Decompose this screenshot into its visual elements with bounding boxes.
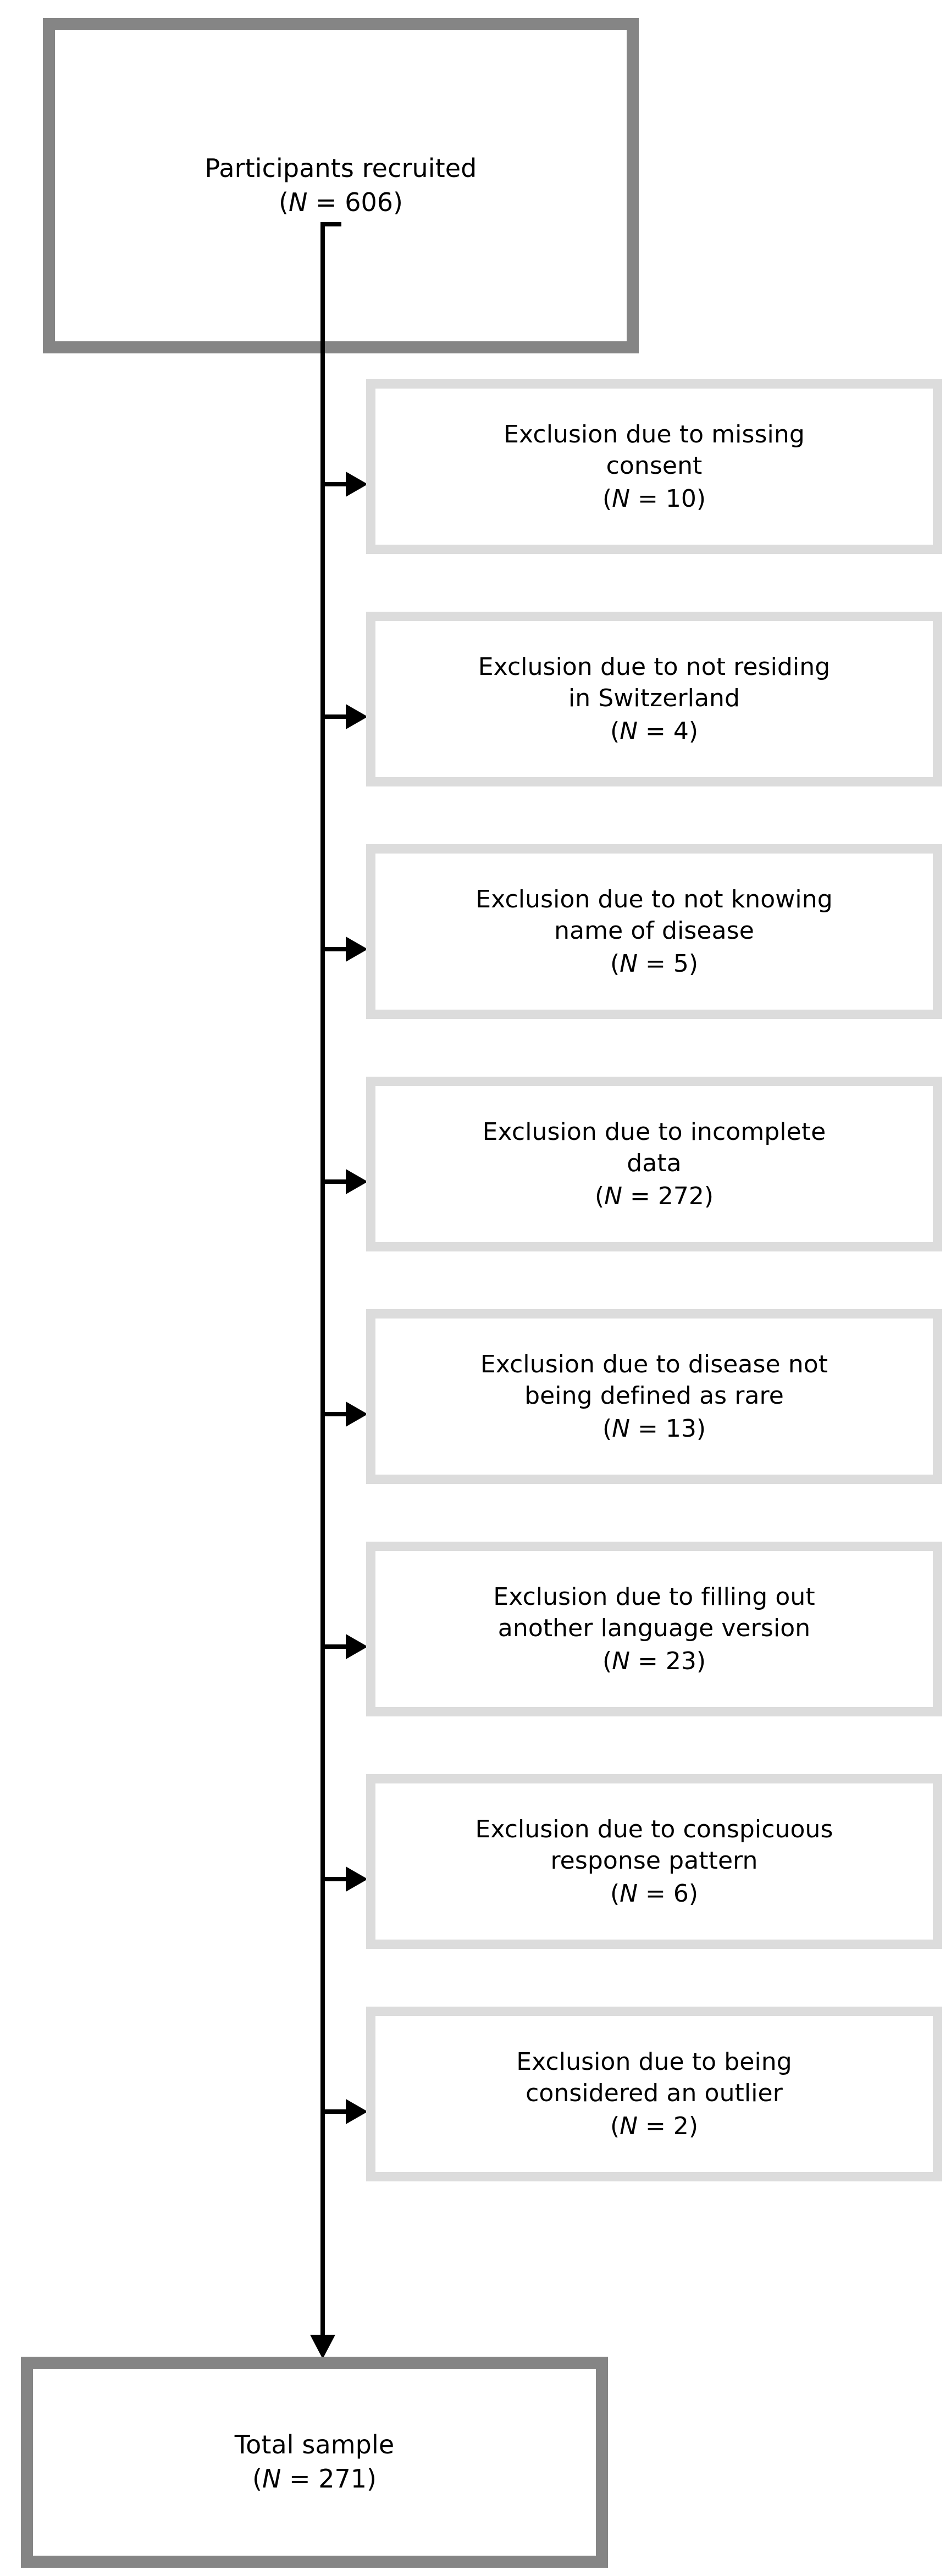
node-exclusion-4: Exclusion due to incomplete data (N = 27…	[366, 1077, 942, 1251]
arrow-to-exclusion-3	[346, 937, 368, 962]
node-exclusion-3-count: (N = 5)	[610, 948, 698, 979]
n-value: 5	[673, 949, 689, 978]
paren-close: )	[696, 1647, 706, 1675]
n-value: 10	[665, 484, 696, 513]
node-exclusion-7-label: Exclusion due to conspicuous response pa…	[475, 1815, 833, 1875]
node-participants-recruited: Participants recruited (N = 606)	[43, 18, 639, 353]
paren-open: (	[602, 1414, 612, 1443]
n-symbol: N	[604, 1182, 623, 1210]
node-exclusion-6: Exclusion due to filling out another lan…	[366, 1542, 942, 1716]
n-symbol: N	[620, 949, 638, 978]
paren-open: (	[602, 1647, 612, 1675]
paren-open: (	[610, 2112, 620, 2140]
node-exclusion-1: Exclusion due to missing consent (N = 10…	[366, 379, 942, 554]
n-symbol: N	[612, 1414, 631, 1443]
paren-open: (	[610, 949, 620, 978]
node-participants-recruited-label: Participants recruited	[204, 153, 477, 184]
node-exclusion-2-count: (N = 4)	[610, 716, 698, 747]
equals-sign: =	[638, 717, 673, 745]
node-exclusion-2-label: Exclusion due to not residing in Switzer…	[478, 653, 831, 713]
node-exclusion-5: Exclusion due to disease not being defin…	[366, 1309, 942, 1484]
node-exclusion-3: Exclusion due to not knowing name of dis…	[366, 844, 942, 1019]
equals-sign: =	[281, 2464, 319, 2494]
branch-line-8	[320, 2109, 355, 2114]
paren-close: )	[696, 484, 706, 513]
n-value: 13	[665, 1414, 696, 1443]
node-exclusion-8-count: (N = 2)	[610, 2110, 698, 2142]
node-exclusion-7-count: (N = 6)	[610, 1878, 698, 1909]
node-exclusion-2: Exclusion due to not residing in Switzer…	[366, 612, 942, 786]
arrow-to-exclusion-2	[346, 704, 368, 729]
branch-line-1	[320, 482, 355, 486]
paren-close: )	[688, 2112, 699, 2140]
branch-line-7	[320, 1877, 355, 1881]
branch-line-2	[320, 714, 355, 719]
node-exclusion-6-count: (N = 23)	[602, 1646, 706, 1677]
n-value: 271	[318, 2464, 367, 2494]
n-symbol: N	[612, 484, 631, 513]
paren-close: )	[688, 717, 699, 745]
node-exclusion-3-label: Exclusion due to not knowing name of dis…	[476, 885, 833, 945]
node-exclusion-5-label: Exclusion due to disease not being defin…	[480, 1350, 828, 1410]
n-symbol: N	[620, 1879, 638, 1908]
spine-top-cap	[320, 222, 341, 226]
paren-close: )	[688, 1879, 699, 1908]
arrow-to-exclusion-8	[346, 2099, 368, 2124]
n-value: 272	[657, 1182, 704, 1210]
n-value: 4	[673, 717, 689, 745]
node-exclusion-4-label: Exclusion due to incomplete data	[482, 1118, 826, 1178]
n-value: 606	[345, 187, 394, 217]
node-exclusion-7: Exclusion due to conspicuous response pa…	[366, 1774, 942, 1949]
n-symbol: N	[620, 717, 638, 745]
n-symbol: N	[620, 2112, 638, 2140]
connector-spine	[320, 222, 325, 2346]
node-exclusion-8: Exclusion due to being considered an out…	[366, 2007, 942, 2181]
node-exclusion-8-label: Exclusion due to being considered an out…	[516, 2048, 792, 2108]
paren-open: (	[594, 1182, 605, 1210]
paren-close: )	[696, 1414, 706, 1443]
paren-open: (	[610, 717, 620, 745]
equals-sign: =	[638, 949, 673, 978]
equals-sign: =	[638, 2112, 673, 2140]
node-exclusion-1-label: Exclusion due to missing consent	[504, 420, 805, 480]
equals-sign: =	[630, 1414, 666, 1443]
branch-line-5	[320, 1412, 355, 1416]
paren-close: )	[688, 949, 699, 978]
node-exclusion-6-label: Exclusion due to filling out another lan…	[493, 1583, 815, 1643]
equals-sign: =	[307, 187, 345, 217]
paren-open: (	[279, 187, 289, 217]
n-value: 2	[673, 2112, 689, 2140]
paren-open: (	[252, 2464, 262, 2494]
n-value: 6	[673, 1879, 689, 1908]
paren-open: (	[610, 1879, 620, 1908]
arrow-to-exclusion-5	[346, 1401, 368, 1427]
arrow-to-exclusion-4	[346, 1169, 368, 1194]
n-value: 23	[665, 1647, 696, 1675]
n-symbol: N	[288, 187, 308, 217]
branch-line-3	[320, 947, 355, 951]
paren-open: (	[602, 484, 612, 513]
node-total-sample-count: (N = 271)	[252, 2463, 377, 2496]
n-symbol: N	[262, 2464, 281, 2494]
node-total-sample: Total sample (N = 271)	[21, 2357, 608, 2568]
branch-line-6	[320, 1644, 355, 1649]
arrow-to-exclusion-7	[346, 1866, 368, 1892]
arrow-to-exclusion-6	[346, 1634, 368, 1659]
paren-close: )	[704, 1182, 714, 1210]
arrow-into-total-sample	[310, 2335, 335, 2359]
equals-sign: =	[630, 1647, 666, 1675]
paren-close: )	[367, 2464, 377, 2494]
arrow-to-exclusion-1	[346, 472, 368, 497]
paren-close: )	[393, 187, 403, 217]
node-exclusion-5-count: (N = 13)	[602, 1413, 706, 1444]
node-exclusion-4-count: (N = 272)	[595, 1181, 714, 1212]
equals-sign: =	[630, 484, 666, 513]
node-exclusion-1-count: (N = 10)	[602, 483, 706, 514]
n-symbol: N	[612, 1647, 631, 1675]
branch-line-4	[320, 1179, 355, 1184]
node-total-sample-label: Total sample	[234, 2430, 395, 2460]
equals-sign: =	[622, 1182, 658, 1210]
node-participants-recruited-count: (N = 606)	[279, 186, 403, 219]
equals-sign: =	[638, 1879, 673, 1908]
